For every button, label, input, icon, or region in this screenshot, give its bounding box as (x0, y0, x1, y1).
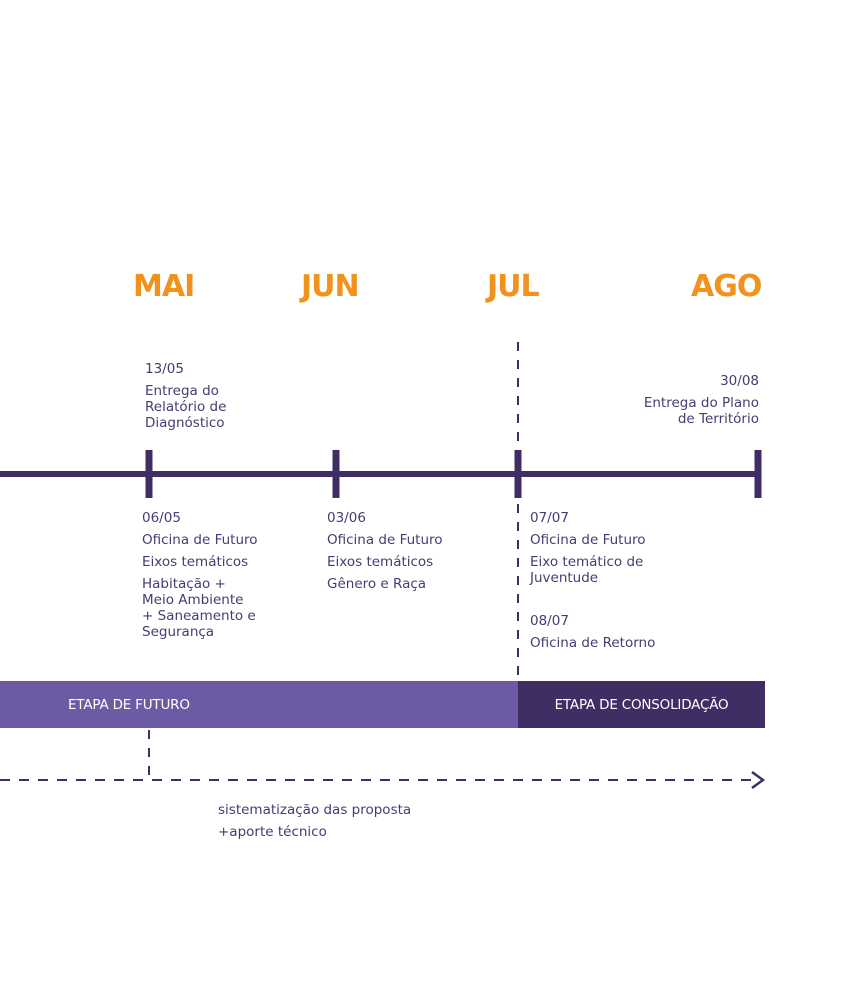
event-30-08: 30/08 Entrega do Plano de Território (644, 373, 759, 427)
stage-band-futuro: ETAPA DE FUTURO (0, 681, 518, 728)
event-date: 13/05 (145, 361, 184, 377)
event-item: Oficina de Futuro (530, 532, 646, 548)
event-item: Oficina de Futuro (142, 532, 258, 548)
stage-label-consolidacao: ETAPA DE CONSOLIDAÇÃO (554, 696, 729, 713)
event-item: Oficina de Futuro (327, 532, 443, 548)
event-date: 30/08 (720, 373, 759, 389)
event-date: 08/07 (530, 613, 569, 629)
event-08-07: 08/07 Oficina de Retorno (530, 613, 655, 651)
event-line: Relatório de (145, 399, 227, 415)
event-07-07: 07/07 Oficina de Futuro Eixo temático de… (530, 510, 646, 586)
stage-band-consolidacao: ETAPA DE CONSOLIDAÇÃO (518, 681, 765, 728)
process-arrow-head (751, 770, 766, 790)
event-13-05: 13/05 Entrega do Relatório de Diagnóstic… (145, 361, 226, 431)
event-06-05: 06/05 Oficina de Futuro Eixos temáticos … (142, 510, 258, 640)
event-date: 03/06 (327, 510, 366, 526)
event-item: Eixos temáticos (142, 554, 249, 570)
process-note-line: +aporte técnico (218, 824, 327, 840)
event-03-06: 03/06 Oficina de Futuro Eixos temáticos … (327, 510, 443, 592)
event-line: de Território (677, 411, 759, 427)
event-item: Gênero e Raça (327, 576, 427, 592)
process-note-line: sistematização das proposta (218, 802, 412, 818)
month-ago: AGO (691, 269, 762, 304)
event-item: Eixos temáticos (327, 554, 434, 570)
event-line: Diagnóstico (145, 415, 225, 431)
month-jul: JUL (487, 269, 540, 304)
event-item: Habitação + Meio Ambiente + Saneamento e… (142, 576, 256, 640)
stage-label-futuro: ETAPA DE FUTURO (68, 696, 190, 713)
event-line: Entrega do Plano (643, 395, 759, 411)
month-jun: JUN (301, 269, 360, 304)
month-mai: MAI (133, 269, 195, 304)
event-line: Entrega do (145, 383, 219, 399)
event-item: Oficina de Retorno (530, 635, 656, 651)
event-item: Eixo temático de Juventude (530, 554, 644, 586)
process-note: sistematização das proposta +aporte técn… (218, 799, 411, 843)
event-date: 06/05 (142, 510, 181, 526)
event-date: 07/07 (530, 510, 569, 526)
